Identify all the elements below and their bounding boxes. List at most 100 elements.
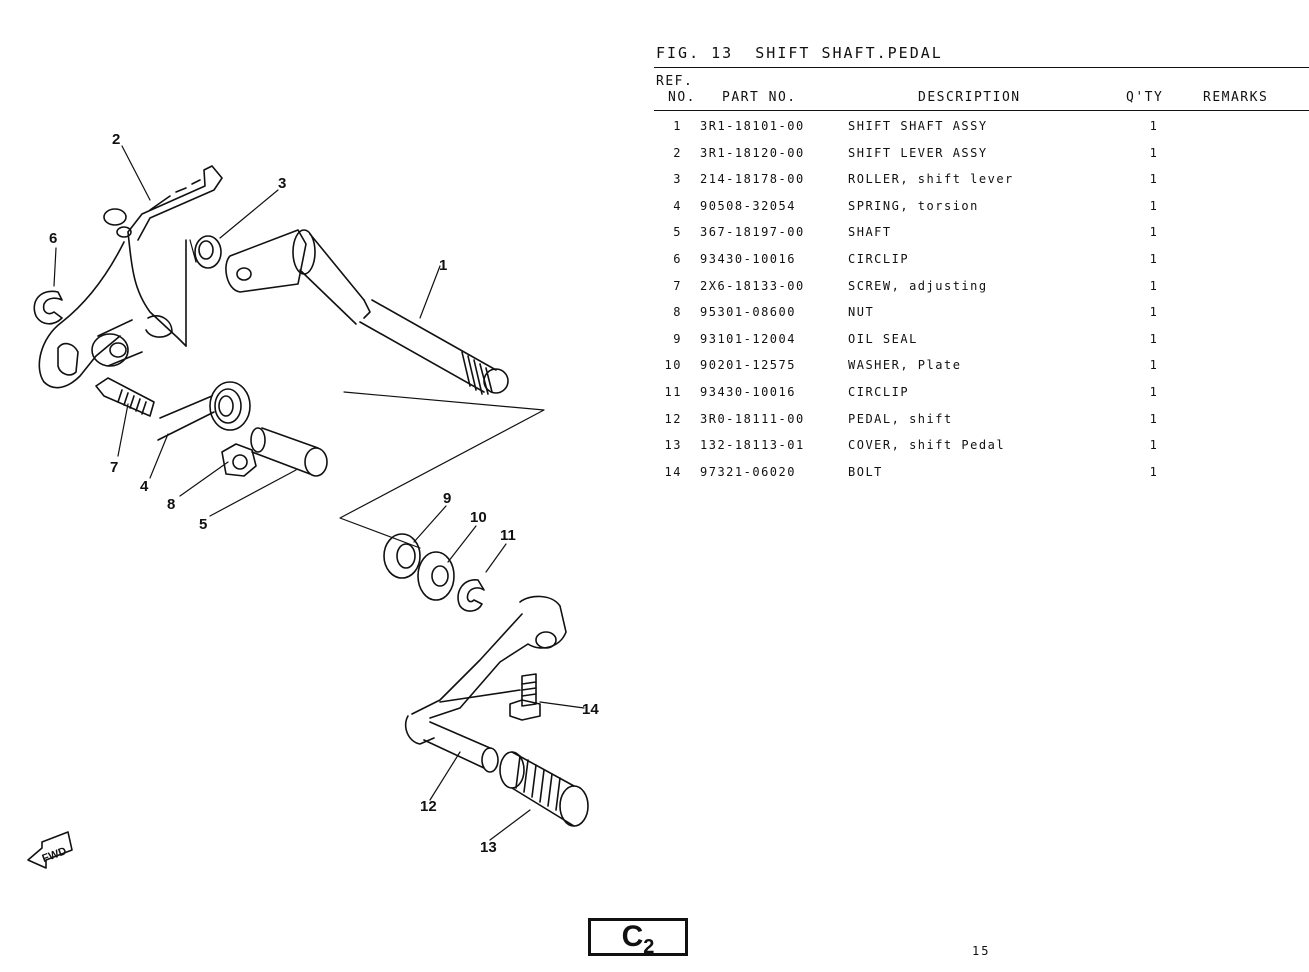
description-cell: OIL SEAL (848, 331, 918, 346)
callout-1: 1 (439, 257, 447, 274)
description-cell: WASHER, Plate (848, 358, 962, 373)
circlip-6-drawing (33, 290, 63, 325)
header-ref-line2: NO. (668, 90, 696, 105)
washer-drawing (417, 551, 455, 601)
qty-cell: 1 (1149, 358, 1159, 373)
qty-cell: 1 (1149, 172, 1159, 187)
fwd-label: FWD (41, 845, 69, 865)
callout-11: 11 (500, 527, 516, 544)
header-top-rule (654, 67, 1309, 68)
exploded-parts-diagram: FWD 1 2 3 4 5 6 7 8 9 10 11 12 13 14 (27, 131, 599, 869)
lever-boss-drawing (91, 319, 143, 367)
ref-no-cell: 14 (664, 464, 682, 479)
shaft-5-drawing (250, 427, 328, 477)
qty-cell: 1 (1149, 331, 1159, 346)
part-no-cell: 97321-06020 (700, 464, 796, 479)
badge-letter: C (621, 920, 644, 953)
oil-seal-drawing (383, 533, 421, 579)
description-cell: COVER, shift Pedal (848, 438, 1006, 453)
torsion-spring-drawing (157, 381, 251, 441)
circlip-11-drawing (457, 579, 485, 612)
pedal-cover-drawing (499, 751, 589, 827)
part-no-cell: 3R1-18120-00 (700, 145, 805, 160)
ref-no-cell: 3 (673, 172, 682, 187)
callout-9: 9 (443, 490, 451, 507)
callout-14: 14 (582, 701, 599, 718)
callout-7: 7 (110, 459, 118, 476)
page-number: 15 (972, 944, 991, 958)
part-no-cell: 3R1-18101-00 (700, 119, 805, 133)
part-no-cell: 3R0-18111-00 (700, 411, 805, 426)
ref-no-cell: 4 (673, 198, 682, 213)
part-no-cell: 93101-12004 (700, 331, 796, 346)
callout-10: 10 (470, 509, 487, 526)
description-cell: ROLLER, shift lever (848, 172, 1014, 187)
part-no-cell: 90508-32054 (700, 198, 796, 213)
qty-cell: 1 (1149, 251, 1159, 266)
ref-no-cell: 9 (673, 331, 682, 346)
ref-no-cell: 6 (673, 251, 682, 266)
header-part-no: PART NO. (722, 90, 797, 105)
callout-3: 3 (278, 175, 286, 192)
part-no-cell: 2X6-18133-00 (700, 278, 805, 293)
badge-number: 2 (643, 936, 655, 958)
description-cell: PEDAL, shift (848, 411, 953, 426)
shift-pedal-drawing (404, 595, 567, 773)
table-row: 14 97321-06020 BOLT 1 (656, 462, 1306, 489)
ref-no-cell: 11 (664, 384, 682, 399)
description-cell: NUT (848, 305, 875, 320)
qty-cell: 1 (1149, 119, 1159, 133)
callout-12: 12 (420, 798, 437, 815)
ref-no-cell: 8 (673, 305, 682, 320)
ref-no-cell: 1 (673, 119, 682, 133)
description-cell: SCREW, adjusting (848, 278, 988, 293)
table-row: 12 3R0-18111-00 PEDAL, shift 1 (656, 409, 1306, 436)
qty-cell: 1 (1149, 225, 1159, 240)
callout-2: 2 (112, 131, 120, 148)
ref-no-cell: 2 (673, 145, 682, 160)
callout-13: 13 (480, 839, 497, 856)
qty-cell: 1 (1149, 198, 1159, 213)
callout-6: 6 (49, 230, 57, 247)
ref-no-cell: 12 (664, 411, 682, 426)
figure-title: FIG. 13 SHIFT SHAFT.PEDAL (656, 44, 943, 62)
description-cell: CIRCLIP (848, 384, 910, 399)
part-no-cell: 214-18178-00 (700, 172, 805, 187)
description-cell: BOLT (848, 464, 883, 479)
fwd-arrow-icon: FWD (27, 831, 73, 869)
table-row: 3 214-18178-00 ROLLER, shift lever 1 (656, 169, 1306, 196)
section-badge: C2 (588, 918, 688, 958)
description-cell: CIRCLIP (848, 251, 910, 266)
shift-shaft-drawing (225, 229, 509, 395)
table-row: 6 93430-10016 CIRCLIP 1 (656, 249, 1306, 276)
header-qty: Q'TY (1126, 90, 1164, 105)
adjusting-screw-drawing (95, 377, 155, 417)
header-remarks: REMARKS (1203, 90, 1269, 105)
qty-cell: 1 (1149, 278, 1159, 293)
leader-lines (53, 145, 585, 841)
qty-cell: 1 (1149, 411, 1159, 426)
part-no-cell: 90201-12575 (700, 358, 796, 373)
callout-5: 5 (199, 516, 207, 533)
ref-no-cell: 5 (673, 225, 682, 240)
qty-cell: 1 (1149, 384, 1159, 399)
callout-4: 4 (140, 478, 149, 495)
header-bottom-rule (654, 110, 1309, 111)
qty-cell: 1 (1149, 464, 1159, 479)
bolt-drawing (509, 673, 541, 721)
qty-cell: 1 (1149, 305, 1159, 320)
ref-no-cell: 13 (664, 438, 682, 453)
callout-8: 8 (167, 496, 175, 513)
part-no-cell: 132-18113-01 (700, 438, 805, 453)
nut-drawing (221, 443, 257, 477)
part-no-cell: 93430-10016 (700, 251, 796, 266)
